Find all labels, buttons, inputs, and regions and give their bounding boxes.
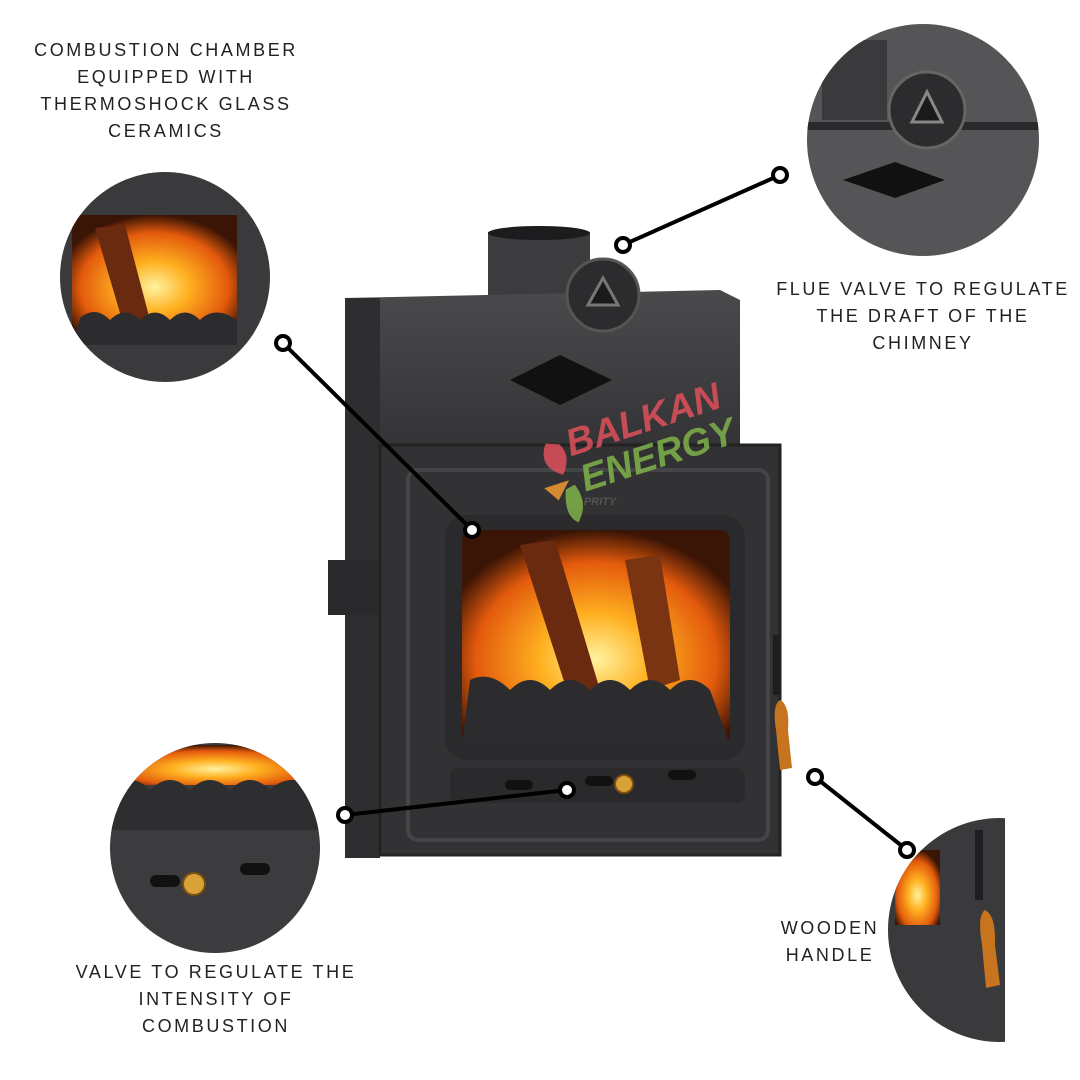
leader-lines	[274, 166, 916, 859]
stove-brand: PRITY	[584, 496, 618, 508]
label-line: CHIMNEY	[872, 333, 974, 353]
fireplace-insert: PRITY	[328, 226, 792, 858]
flue-valve-knob	[565, 257, 641, 333]
balkan-energy-logo: BALKAN ENERGY	[543, 375, 744, 523]
wooden-handle	[774, 700, 792, 770]
label-line: THERMOSHOCK GLASS	[40, 94, 292, 114]
label-wooden-handle: WOODEN HANDLE	[760, 915, 900, 969]
detail-combustion-valve	[110, 743, 320, 953]
label-combustion-chamber: COMBUSTION CHAMBER EQUIPPED WITH THERMOS…	[16, 37, 316, 145]
label-combustion-valve: VALVE TO REGULATE THE INTENSITY OF COMBU…	[66, 959, 366, 1040]
detail-flue-valve	[807, 24, 1039, 256]
label-line: FLUE VALVE TO REGULATE	[776, 279, 1070, 299]
label-line: THE DRAFT OF THE	[816, 306, 1030, 326]
label-flue-valve: FLUE VALVE TO REGULATE THE DRAFT OF THE …	[770, 276, 1076, 357]
label-line: CERAMICS	[108, 121, 224, 141]
detail-combustion-chamber	[60, 172, 270, 382]
label-line: VALVE TO REGULATE THE	[75, 962, 357, 982]
label-line: INTENSITY OF	[138, 989, 294, 1009]
label-line: COMBUSTION	[141, 1016, 290, 1036]
label-line: COMBUSTION CHAMBER	[34, 40, 298, 60]
label-line: HANDLE	[785, 945, 875, 965]
label-line: EQUIPPED WITH	[77, 67, 255, 87]
label-line: WOODEN	[780, 918, 880, 938]
